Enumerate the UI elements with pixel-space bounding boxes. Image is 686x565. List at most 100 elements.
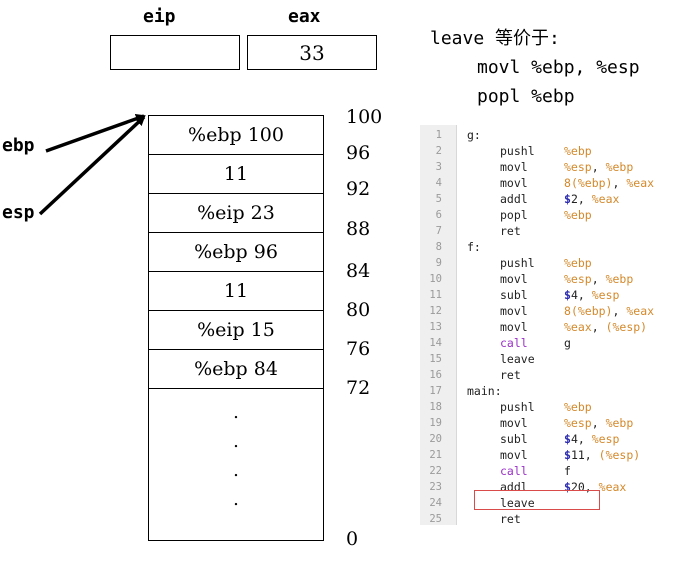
code-instruction: movl bbox=[500, 416, 528, 430]
ebp-pointer-label: ebp bbox=[2, 135, 35, 156]
code-line: 20 subl $4, %esp bbox=[420, 431, 678, 447]
code-instruction: ret bbox=[500, 368, 521, 382]
line-number-gutter bbox=[420, 125, 457, 525]
code-line: 19 movl %esp, %ebp bbox=[420, 415, 678, 431]
code-label: g: bbox=[467, 128, 481, 142]
address-label: 72 bbox=[346, 377, 371, 399]
code-operands: %esp, %ebp bbox=[564, 416, 634, 430]
code-line: 4 movl 8(%ebp), %eax bbox=[420, 175, 678, 191]
esp-pointer-label: esp bbox=[2, 202, 35, 223]
code-instruction: movl bbox=[500, 272, 528, 286]
line-number: 6 bbox=[435, 209, 442, 221]
code-instruction: pushl bbox=[500, 256, 535, 270]
line-number: 20 bbox=[429, 433, 442, 445]
line-number: 3 bbox=[435, 161, 442, 173]
line-number: 21 bbox=[429, 449, 442, 461]
line-number: 24 bbox=[429, 497, 442, 509]
code-operands: g bbox=[564, 336, 571, 350]
code-instruction: movl bbox=[500, 176, 528, 190]
address-label: 92 bbox=[346, 178, 371, 200]
ellipsis-dot: . bbox=[233, 489, 239, 510]
line-number: 19 bbox=[429, 417, 442, 429]
code-operands: %eax, (%esp) bbox=[564, 320, 648, 334]
ellipsis-dot: . bbox=[233, 460, 239, 481]
code-label: main: bbox=[467, 384, 502, 398]
line-number: 12 bbox=[429, 305, 442, 317]
line-number: 16 bbox=[429, 369, 442, 381]
code-instruction: ret bbox=[500, 512, 521, 526]
code-operands: 8(%ebp), %eax bbox=[564, 304, 655, 318]
ellipsis-dot: . bbox=[233, 431, 239, 452]
stack-frame: %ebp 100 11 %eip 23 %ebp 96 11 %eip 15 %… bbox=[148, 115, 324, 541]
ellipsis-dot: . bbox=[233, 402, 239, 423]
code-operands: %ebp bbox=[564, 256, 592, 270]
line-number: 11 bbox=[429, 289, 442, 301]
stack-cell: %ebp 84 bbox=[149, 350, 323, 389]
leave-note-title: leave 等价于: bbox=[430, 28, 560, 49]
line-number: 17 bbox=[429, 385, 442, 397]
code-instruction: subl bbox=[500, 288, 528, 302]
line-number: 1 bbox=[435, 129, 442, 141]
eax-register-box: 33 bbox=[247, 35, 377, 70]
stack-cell: %ebp 96 bbox=[149, 233, 323, 272]
leave-note-line: popl %ebp bbox=[477, 86, 575, 107]
code-instruction: ret bbox=[500, 224, 521, 238]
line-number: 7 bbox=[435, 225, 442, 237]
eax-label: eax bbox=[288, 6, 321, 27]
address-label: 76 bbox=[346, 338, 371, 360]
line-number: 10 bbox=[429, 273, 442, 285]
code-operands: %esp, %ebp bbox=[564, 272, 634, 286]
code-instruction: movl bbox=[500, 320, 528, 334]
leave-note-line: movl %ebp, %esp bbox=[477, 57, 640, 78]
code-instruction: movl bbox=[500, 304, 528, 318]
line-number: 13 bbox=[429, 321, 442, 333]
code-line: 7 ret bbox=[420, 223, 678, 239]
code-operands: 8(%ebp), %eax bbox=[564, 176, 655, 190]
code-operands: %esp, %ebp bbox=[564, 160, 634, 174]
code-instruction: popl bbox=[500, 208, 528, 222]
leave-equivalence-note: leave 等价于: movl %ebp, %esp popl %ebp bbox=[430, 24, 640, 111]
line-number: 18 bbox=[429, 401, 442, 413]
line-number: 23 bbox=[429, 481, 442, 493]
code-operands: $4, %esp bbox=[564, 432, 620, 446]
address-label: 88 bbox=[346, 218, 371, 240]
eip-label: eip bbox=[143, 6, 176, 27]
code-line: 12 movl 8(%ebp), %eax bbox=[420, 303, 678, 319]
code-line: 17 main: bbox=[420, 383, 678, 399]
code-line: 25 ret bbox=[420, 511, 678, 527]
stack-cell: %eip 15 bbox=[149, 311, 323, 350]
code-operands: $11, (%esp) bbox=[564, 448, 641, 462]
code-line: 21 movl $11, (%esp) bbox=[420, 447, 678, 463]
line-number: 25 bbox=[429, 513, 442, 525]
code-line: 10 movl %esp, %ebp bbox=[420, 271, 678, 287]
address-label: 80 bbox=[346, 299, 371, 321]
eip-register-box bbox=[110, 35, 240, 70]
code-instruction: subl bbox=[500, 432, 528, 446]
code-instruction: addl bbox=[500, 192, 528, 206]
code-line: 13 movl %eax, (%esp) bbox=[420, 319, 678, 335]
line-number: 14 bbox=[429, 337, 442, 349]
code-instruction: call bbox=[500, 336, 528, 350]
code-operands: %ebp bbox=[564, 144, 592, 158]
address-label: 0 bbox=[346, 528, 359, 550]
address-label: 100 bbox=[346, 106, 383, 128]
code-operands: %ebp bbox=[564, 208, 592, 222]
ebp-arrow bbox=[45, 113, 146, 153]
esp-arrow bbox=[38, 115, 146, 216]
code-instruction: movl bbox=[500, 448, 528, 462]
line-number: 4 bbox=[435, 177, 442, 189]
code-instruction: pushl bbox=[500, 400, 535, 414]
stack-cell: 11 bbox=[149, 272, 323, 311]
highlight-box bbox=[474, 490, 600, 510]
stack-cell: 11 bbox=[149, 155, 323, 194]
address-label: 96 bbox=[346, 142, 371, 164]
code-instruction: pushl bbox=[500, 144, 535, 158]
